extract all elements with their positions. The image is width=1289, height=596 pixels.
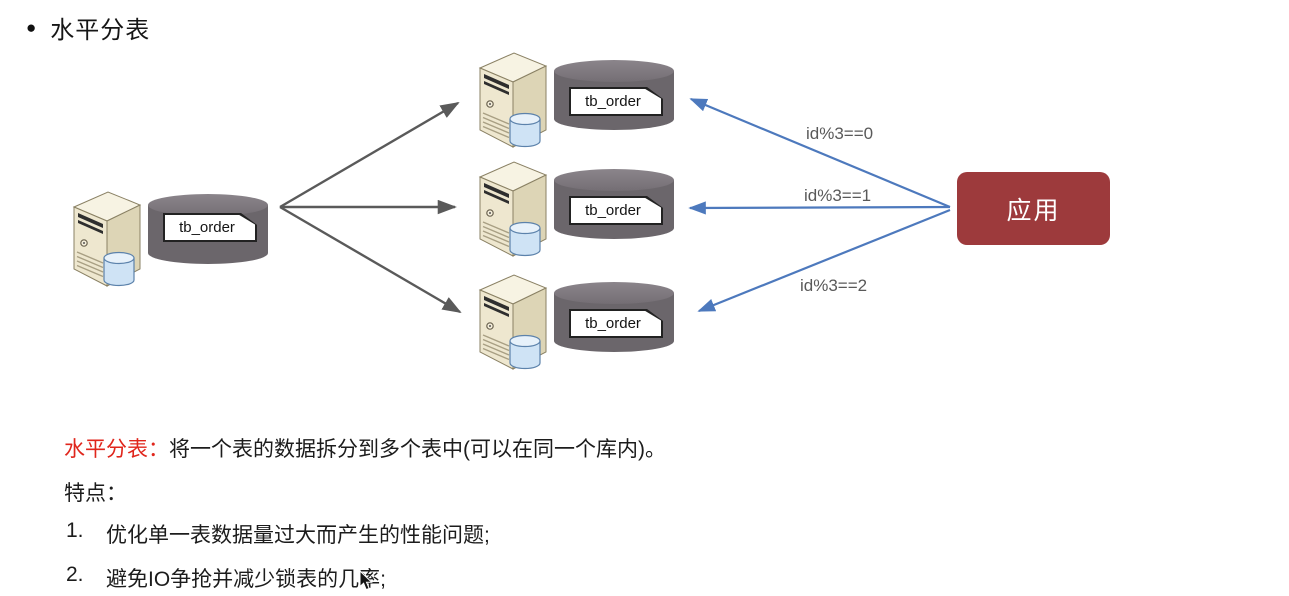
table-label: tb_order (179, 218, 235, 236)
table-label-plaque: tb_order (569, 309, 663, 338)
shard-db-node: tb_order (472, 47, 752, 157)
feature-text: 优化单一表数据量过大而产生的性能问题; (106, 524, 490, 547)
definition-line: 水平分表：将一个表的数据拆分到多个表中(可以在同一个库内)。 (64, 433, 666, 463)
definition-term: 水平分表： (64, 438, 169, 461)
server-icon (478, 161, 548, 257)
feature-number: 2. (66, 563, 84, 586)
feature-item: 1. 优化单一表数据量过大而产生的性能问题; (66, 519, 490, 549)
table-label: tb_order (585, 314, 641, 332)
feature-text: 避免IO争抢并减少锁表的几率; (106, 568, 387, 591)
app-box: 应用 (957, 172, 1110, 245)
route-condition-label: id%3==1 (804, 186, 872, 205)
shard-db-node: tb_order (472, 156, 752, 266)
source-db-node: tb_order (66, 186, 346, 296)
table-label-plaque: tb_order (569, 87, 663, 116)
table-label: tb_order (585, 92, 641, 110)
features-heading: 特点： (64, 482, 127, 505)
server-icon (72, 191, 142, 287)
app-box-label: 应用 (1006, 196, 1061, 225)
server-icon (478, 274, 548, 370)
table-label-plaque: tb_order (163, 213, 257, 242)
feature-number: 1. (66, 519, 84, 542)
shard-db-node: tb_order (472, 269, 752, 379)
definition-text: 将一个表的数据拆分到多个表中(可以在同一个库内)。 (169, 438, 666, 461)
route-condition-label: id%3==2 (800, 276, 868, 295)
table-label-plaque: tb_order (569, 196, 663, 225)
page-title: 水平分表 (50, 17, 151, 44)
feature-item: 2. 避免IO争抢并减少锁表的几率; (66, 563, 386, 593)
route-condition-label: id%3==0 (806, 124, 874, 143)
server-icon (478, 52, 548, 148)
slide-title-row: ● 水平分表 (26, 10, 150, 45)
table-label: tb_order (585, 201, 641, 219)
mouse-cursor-icon (359, 570, 373, 591)
bullet-icon: ● (26, 18, 37, 37)
